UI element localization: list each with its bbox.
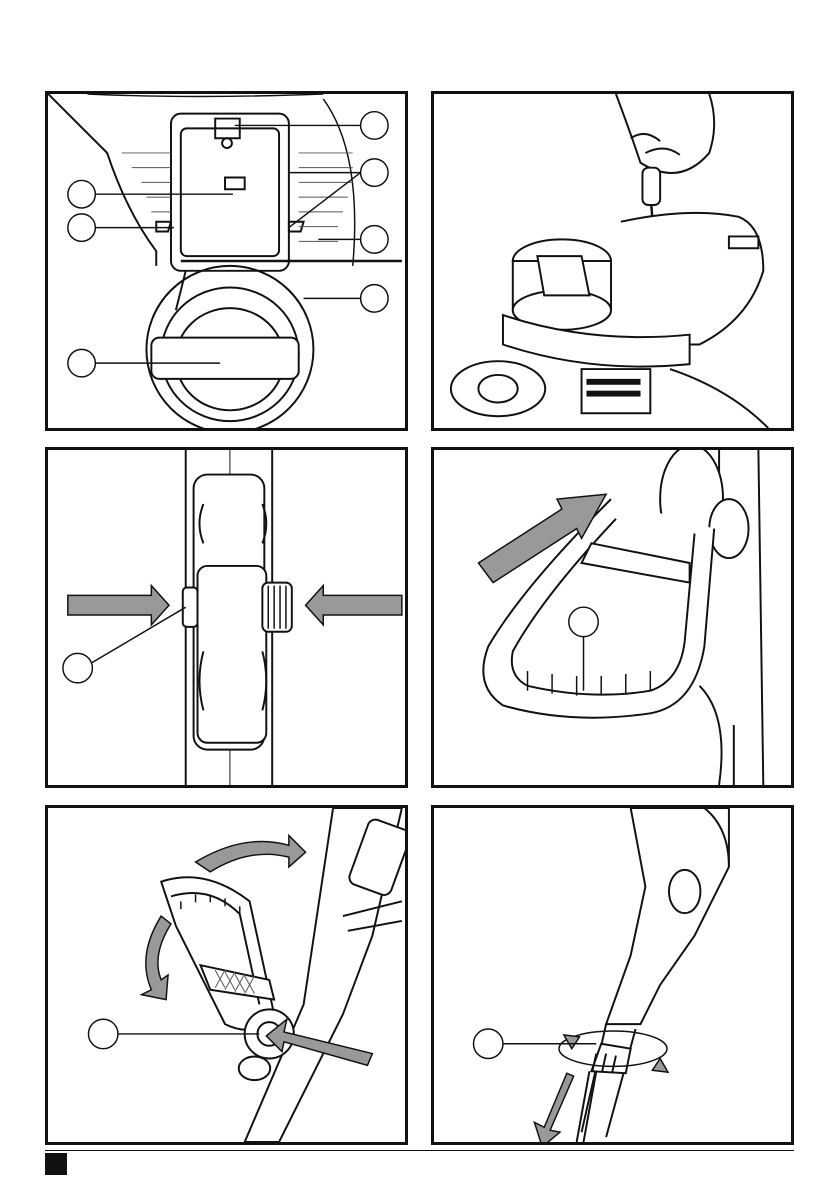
figure-2-drawing <box>434 94 791 428</box>
callout-3 <box>68 214 96 242</box>
footer-rule <box>45 1150 794 1151</box>
callout-2 <box>68 180 96 208</box>
callout-7 <box>68 349 96 377</box>
callout-1 <box>473 1029 502 1058</box>
callout-1 <box>361 112 389 140</box>
figure-3 <box>45 447 408 788</box>
figure-2 <box>431 91 794 431</box>
callout-1 <box>88 1019 117 1048</box>
rotate-arrow-down-icon <box>142 916 171 1000</box>
twist-collar-icon <box>591 1044 630 1073</box>
page-marker <box>45 1153 67 1175</box>
wheel-icon <box>451 361 545 416</box>
press-arrow-right-icon <box>68 586 169 625</box>
figure-1 <box>45 91 408 431</box>
screwdriver-icon <box>642 168 660 205</box>
body-outline <box>48 94 156 266</box>
press-arrow-left-icon <box>306 586 402 625</box>
rotate-arrow-icon <box>196 836 306 872</box>
callout-1 <box>569 607 598 636</box>
callout-4 <box>361 159 389 187</box>
extend-arrow-icon <box>534 1073 573 1142</box>
figure-3-drawing <box>48 450 405 785</box>
figure-4-drawing <box>434 450 791 785</box>
handle-grip-icon <box>198 566 267 743</box>
figure-6-drawing <box>434 808 791 1142</box>
spool-tab-icon <box>151 338 298 379</box>
figure-5-drawing <box>48 808 405 1142</box>
figure-1-drawing <box>48 94 405 428</box>
guard-frame-icon <box>171 114 289 271</box>
hand-icon <box>616 94 714 173</box>
figure-6 <box>431 805 794 1145</box>
callout-6 <box>361 285 389 313</box>
figure-4 <box>431 447 794 788</box>
callout-5 <box>361 226 389 254</box>
handle-icon <box>483 499 714 718</box>
knob-icon <box>262 583 291 632</box>
figure-5 <box>45 805 408 1145</box>
handle-icon <box>161 877 274 1029</box>
guard-icon <box>591 213 763 345</box>
callout-1 <box>63 653 92 682</box>
